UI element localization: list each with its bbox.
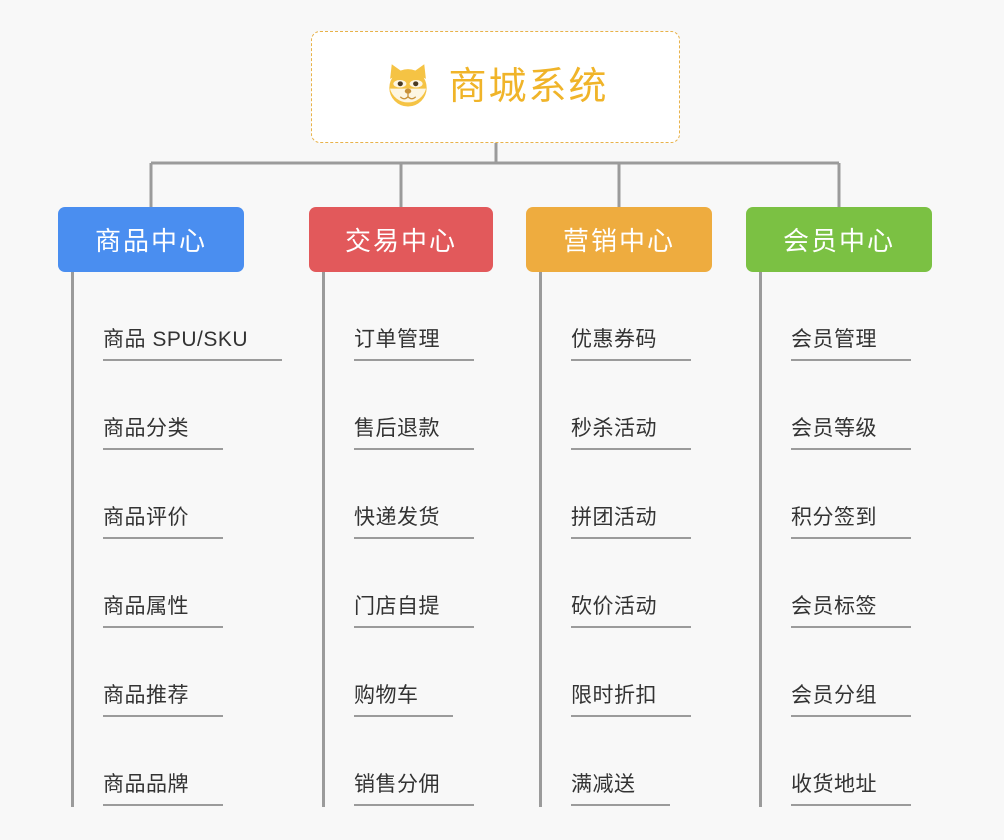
list-item[interactable]: 限时折扣 [539,628,691,717]
list-item[interactable]: 会员管理 [759,272,911,361]
category-label: 交易中心 [344,226,457,256]
category-box-trade[interactable]: 交易中心 [309,207,493,272]
category-column-marketing: 营销中心 优惠券码 秒杀活动 拼团活动 砍价活动 限时折扣 满减送 [526,207,712,807]
leaf-label: 秒杀活动 [571,416,691,450]
list-item[interactable]: 积分签到 [759,450,911,539]
list-item[interactable]: 购物车 [322,628,453,717]
leaf-label: 商品评价 [103,505,223,539]
list-item[interactable]: 门店自提 [322,539,474,628]
list-item[interactable]: 销售分佣 [322,717,474,806]
list-item[interactable]: 商品分类 [71,361,223,450]
leaf-label: 商品 SPU/SKU [103,327,283,361]
leaf-label: 拼团活动 [571,505,691,539]
list-item[interactable]: 满减送 [539,717,670,806]
leaf-label: 积分签到 [791,505,911,539]
leaf-label: 门店自提 [354,594,474,628]
category-label: 商品中心 [94,226,207,256]
list-item[interactable]: 商品 SPU/SKU [71,272,283,361]
leaf-label: 商品分类 [103,416,223,450]
leaf-label: 商品品牌 [103,772,223,806]
branch-spine [539,272,542,807]
branch-spine [71,272,74,807]
leaf-label: 售后退款 [354,416,474,450]
list-item[interactable]: 秒杀活动 [539,361,691,450]
category-box-product[interactable]: 商品中心 [58,207,244,272]
leaf-label: 会员管理 [791,327,911,361]
leaf-label: 满减送 [571,772,670,806]
leaf-label: 商品推荐 [103,683,223,717]
root-title: 商城系统 [448,66,609,108]
leaf-label: 购物车 [354,683,453,717]
list-item[interactable]: 商品评价 [71,450,223,539]
leaf-label: 商品属性 [103,594,223,628]
leaf-label: 快递发货 [354,505,474,539]
leaf-label: 会员等级 [791,416,911,450]
list-item[interactable]: 售后退款 [322,361,474,450]
leaf-label: 收货地址 [791,772,911,806]
list-item[interactable]: 优惠券码 [539,272,691,361]
list-item[interactable]: 商品品牌 [71,717,223,806]
category-label: 营销中心 [562,226,675,256]
branch-spine [322,272,325,807]
category-column-trade: 交易中心 订单管理 售后退款 快递发货 门店自提 购物车 销售分佣 [309,207,493,807]
root-node-shop-system[interactable]: 商城系统 [311,31,680,143]
list-item[interactable]: 收货地址 [759,717,911,806]
list-item[interactable]: 砍价活动 [539,539,691,628]
category-column-product: 商品中心 商品 SPU/SKU 商品分类 商品评价 商品属性 商品推荐 商品品牌 [58,207,283,807]
list-item[interactable]: 会员标签 [759,539,911,628]
leaf-label: 销售分佣 [354,772,474,806]
category-box-marketing[interactable]: 营销中心 [526,207,712,272]
branch-spine [759,272,762,807]
list-item[interactable]: 会员分组 [759,628,911,717]
list-item[interactable]: 订单管理 [322,272,474,361]
list-item[interactable]: 会员等级 [759,361,911,450]
list-item[interactable]: 拼团活动 [539,450,691,539]
category-column-member: 会员中心 会员管理 会员等级 积分签到 会员标签 会员分组 收货地址 [746,207,932,807]
category-box-member[interactable]: 会员中心 [746,207,932,272]
leaf-label: 限时折扣 [571,683,691,717]
shiba-dog-face-icon [389,64,428,107]
leaf-label: 会员分组 [791,683,911,717]
list-item[interactable]: 商品属性 [71,539,223,628]
leaf-label: 会员标签 [791,594,911,628]
leaf-label: 砍价活动 [571,594,691,628]
list-item[interactable]: 商品推荐 [71,628,223,717]
list-item[interactable]: 快递发货 [322,450,474,539]
category-label: 会员中心 [782,226,895,256]
leaf-label: 优惠券码 [571,327,691,361]
leaf-label: 订单管理 [354,327,474,361]
